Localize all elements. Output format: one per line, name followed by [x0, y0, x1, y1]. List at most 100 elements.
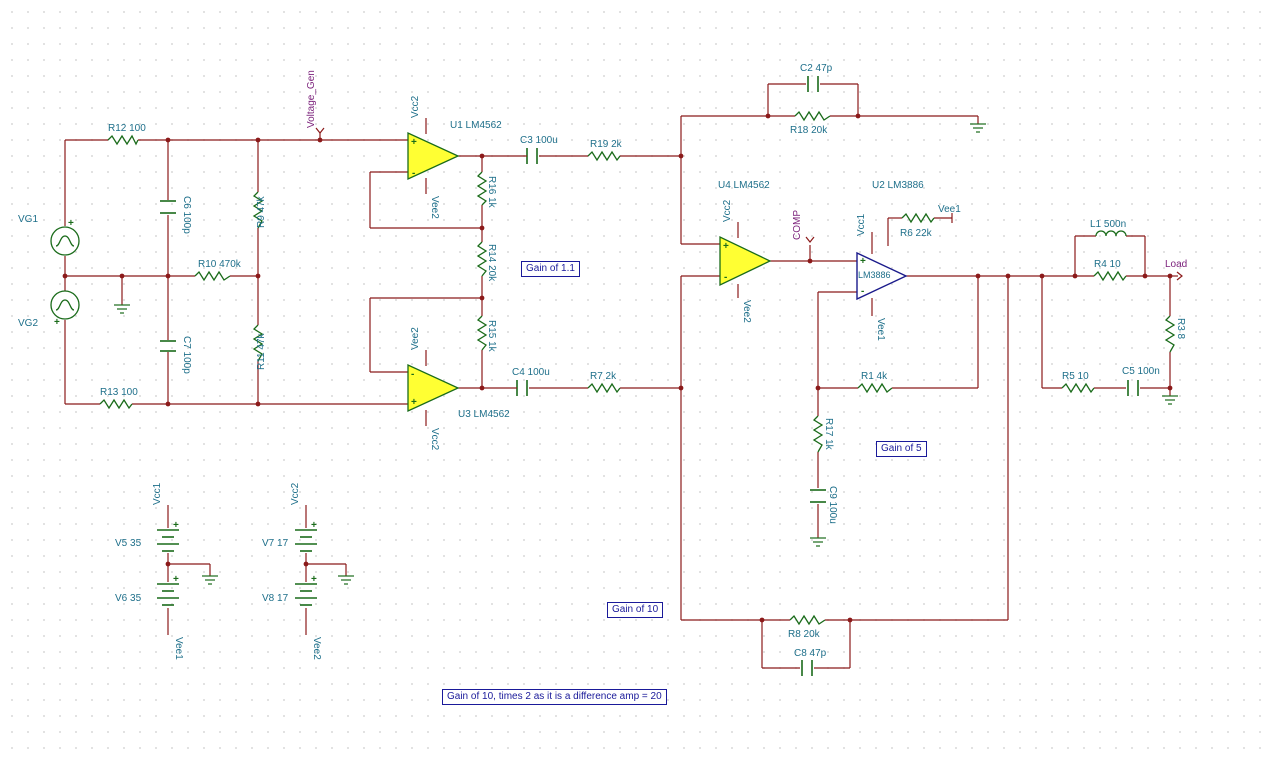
resistor-r18: [794, 110, 831, 122]
capacitor-c8: [801, 660, 813, 676]
resistor-r11: [252, 324, 264, 362]
ground-icon: [970, 116, 986, 133]
svg-text:Vcc2: Vcc2: [722, 199, 733, 222]
label-r4: R4 10: [1094, 259, 1121, 270]
capacitor-c6: [160, 200, 176, 214]
label-v5: V5 35: [115, 538, 142, 549]
label-c2: C2 47p: [800, 63, 833, 74]
label-r18: R18 20k: [790, 125, 828, 136]
svg-text:Vcc2: Vcc2: [410, 95, 421, 118]
label-r6: R6 22k: [900, 228, 933, 239]
note-gain-10: Gain of 10: [607, 602, 664, 618]
net-load: Load: [1165, 259, 1187, 270]
resistor-r9: [252, 191, 264, 229]
label-r14: R14 20k: [486, 244, 497, 282]
resistor-r14: [476, 241, 488, 277]
label-r13: R13 100: [100, 387, 138, 398]
svg-text:Vee2: Vee2: [429, 196, 440, 219]
svg-text:Vee1: Vee1: [173, 637, 184, 660]
capacitor-c2: [807, 76, 819, 92]
label-r8: R8 20k: [788, 629, 821, 640]
inductor-l1: [1095, 230, 1127, 237]
svg-text:Vee2: Vee2: [410, 327, 421, 350]
svg-text:+: +: [311, 574, 317, 585]
svg-text:Vee1: Vee1: [938, 204, 961, 215]
net-voltage-gen: Voltage_Gen: [306, 70, 317, 128]
label-r12: R12 100: [108, 123, 146, 134]
resistor-r16: [476, 171, 488, 206]
label-vg1: VG1: [18, 214, 38, 225]
label-u1: U1 LM4562: [450, 120, 502, 131]
junctions: [62, 113, 1173, 623]
svg-text:-: -: [861, 286, 864, 297]
svg-text:+: +: [173, 520, 179, 531]
resistor-r10: [194, 270, 231, 282]
probe-markers: [315, 127, 1183, 281]
battery-v5: [157, 529, 179, 552]
svg-text:Vcc1: Vcc1: [856, 213, 867, 236]
label-l1: L1 500n: [1090, 219, 1126, 230]
svg-text:+: +: [411, 137, 417, 148]
label-c8: C8 47p: [794, 648, 827, 659]
svg-text:+: +: [54, 317, 60, 328]
signal-generator-vg1: [50, 226, 80, 256]
label-c9: C9 100u: [827, 486, 838, 524]
label-v6: V6 35: [115, 593, 142, 604]
label-r3: R3 8: [1175, 318, 1186, 340]
label-u2: U2 LM3886: [872, 180, 924, 191]
resistors: [99, 110, 1176, 626]
svg-text:Vee2: Vee2: [311, 637, 322, 660]
capacitor-c9: [810, 489, 826, 503]
opamp-u3: [407, 363, 460, 413]
resistor-r12: [107, 134, 139, 146]
capacitor-c5: [1127, 380, 1139, 396]
svg-text:-: -: [724, 272, 727, 283]
resistor-r15: [476, 315, 488, 351]
resistor-r5: [1061, 382, 1095, 394]
capacitor-c3: [525, 148, 538, 164]
svg-text:+: +: [173, 574, 179, 585]
svg-text:+: +: [411, 397, 417, 408]
resistor-r7: [587, 382, 621, 394]
svg-text:-: -: [412, 168, 415, 179]
label-u3: U3 LM4562: [458, 409, 510, 420]
pin-markers: + - - + + - + - + + + + + +: [54, 137, 866, 585]
label-r9: R9 47k: [256, 195, 267, 228]
label-v7: V7 17: [262, 538, 289, 549]
opamp-u4: [719, 235, 772, 287]
battery-v7: [295, 529, 317, 552]
label-u2-body: LM3886: [858, 270, 891, 280]
resistor-r17: [812, 415, 824, 453]
label-r19: R19 2k: [590, 139, 623, 150]
net-labels: Voltage_Gen COMP Load Vcc2 Vee2 Vee2 Vcc…: [152, 70, 1187, 660]
wires: [64, 83, 1178, 669]
label-c3: C3 100u: [520, 135, 558, 146]
label-r15: R15 1k: [486, 320, 497, 353]
label-r10: R10 470k: [198, 259, 242, 270]
label-r11: R11 47k: [256, 332, 267, 370]
svg-text:Vcc1: Vcc1: [152, 482, 163, 505]
svg-text:+: +: [68, 218, 74, 229]
label-c6: C6 100p: [181, 196, 192, 234]
svg-text:Vee1: Vee1: [875, 318, 886, 341]
label-c7: C7 100p: [181, 336, 192, 374]
resistor-r13: [99, 398, 133, 410]
note-gain-1-1: Gain of 1.1: [521, 261, 580, 277]
label-vg2: VG2: [18, 318, 38, 329]
note-gain-total: Gain of 10, times 2 as it is a differenc…: [442, 689, 667, 705]
ground-icon: [202, 575, 218, 585]
label-r16: R16 1k: [486, 176, 497, 209]
batteries: [157, 529, 317, 606]
resistor-r1: [857, 382, 893, 394]
opamp-u1: [407, 131, 460, 181]
resistor-r3: [1164, 315, 1176, 353]
net-comp: COMP: [792, 210, 803, 240]
capacitor-c7: [160, 340, 176, 352]
resistor-r4: [1093, 270, 1127, 282]
ground-icon: [114, 304, 130, 314]
capacitors: [160, 76, 1139, 676]
label-c4: C4 100u: [512, 367, 550, 378]
ground-symbols: [114, 116, 1178, 585]
